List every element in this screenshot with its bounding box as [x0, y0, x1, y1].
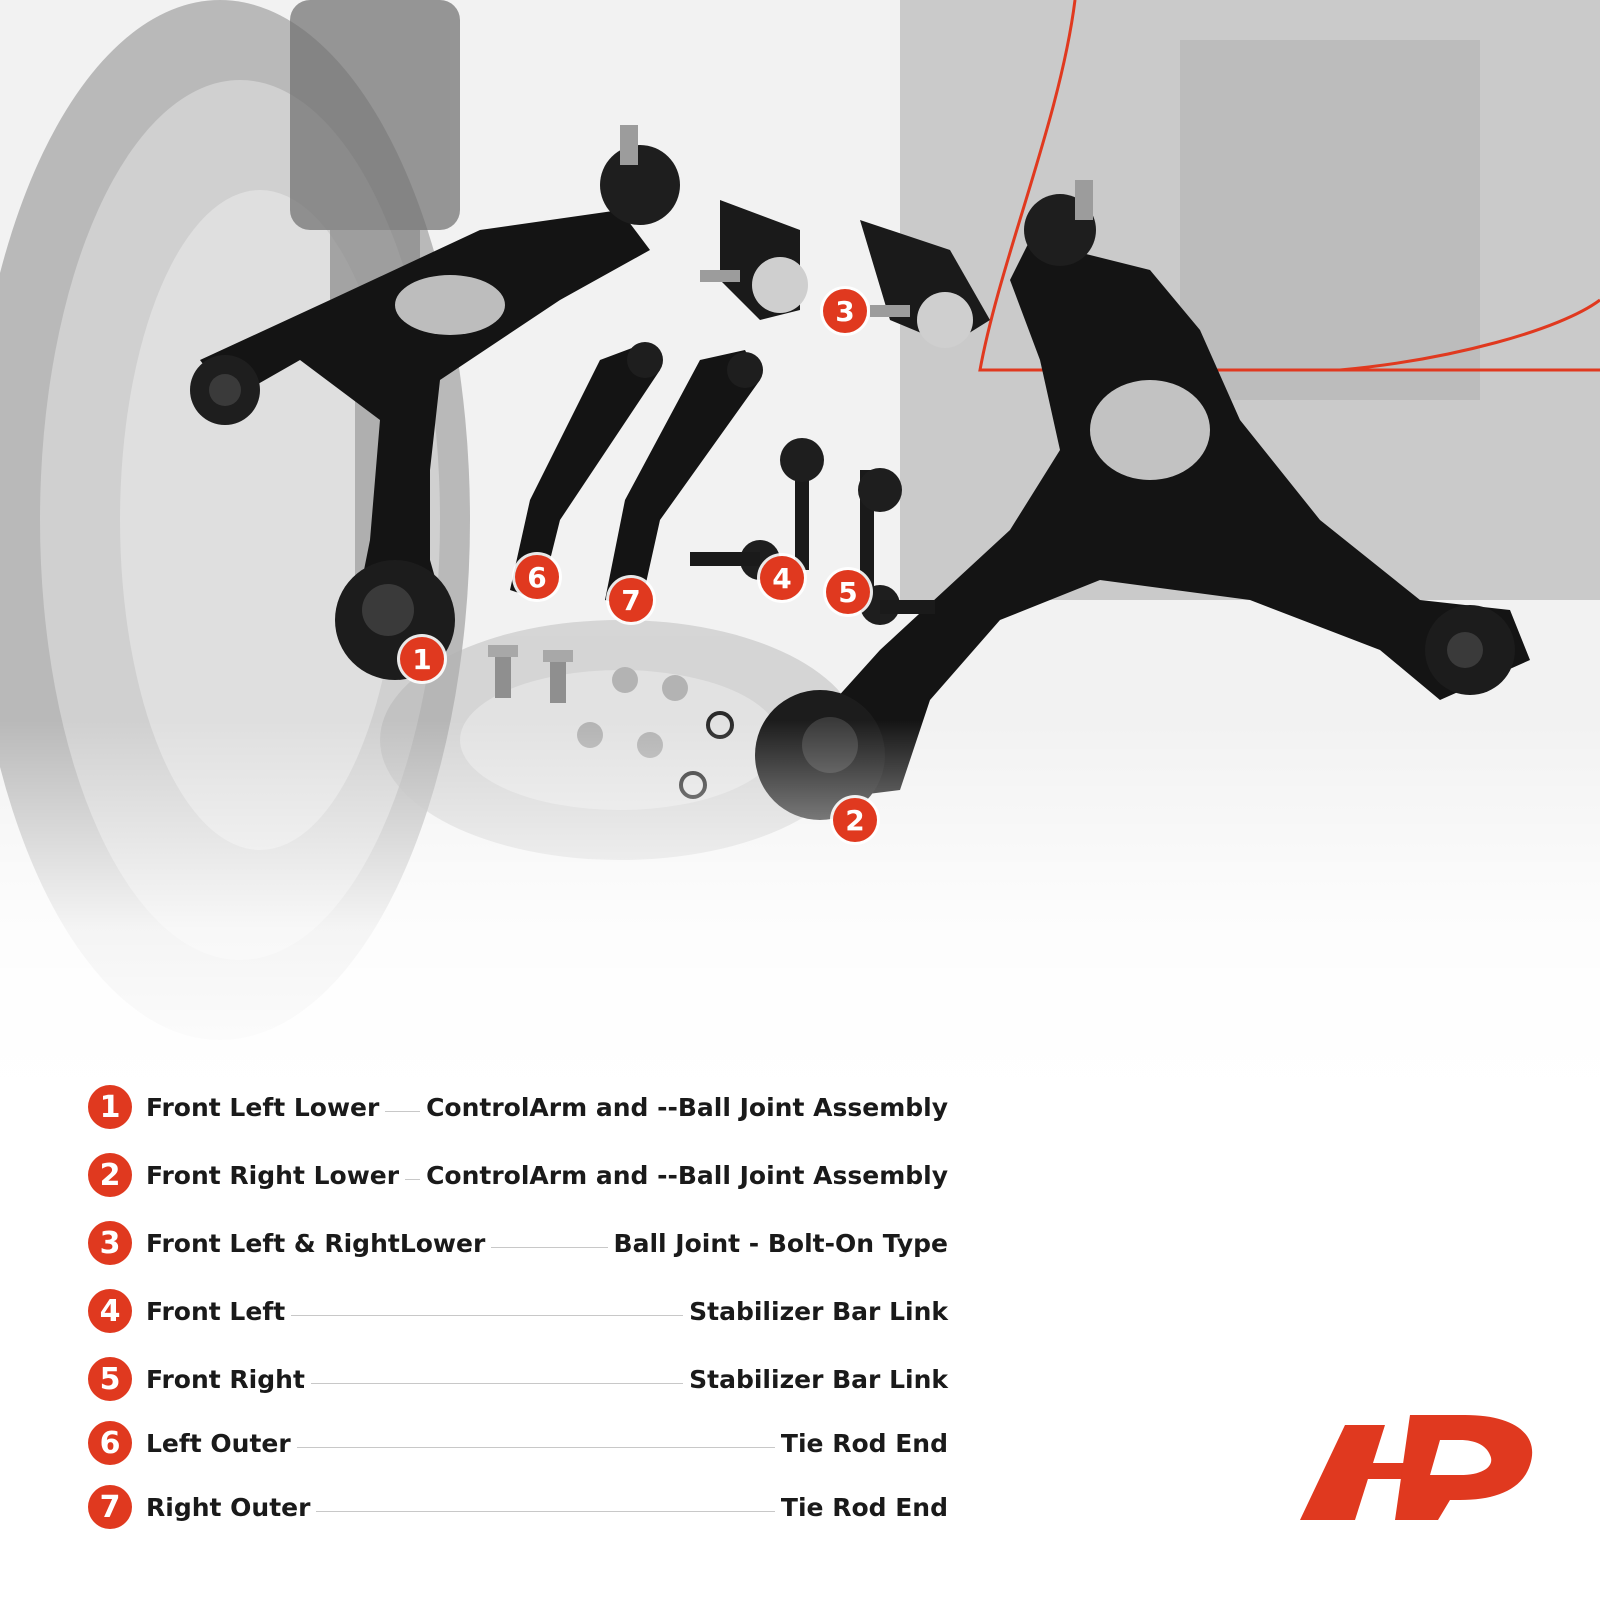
ball-joints — [700, 200, 990, 348]
legend-item: 3 Front Left & RightLower Ball Joint - B… — [88, 1221, 948, 1265]
legend-item: 6 Left Outer Tie Rod End — [88, 1421, 948, 1465]
legend-position: Front Left & RightLower — [146, 1228, 486, 1258]
accent-arc — [978, 0, 1600, 372]
legend-number: 1 — [88, 1085, 132, 1129]
legend-part: Tie Rod End — [780, 1492, 948, 1522]
legend-number: 3 — [88, 1221, 132, 1265]
legend-position: Front Left Lower — [146, 1092, 380, 1122]
legend-item: 5 Front Right Stabilizer Bar Link — [88, 1357, 948, 1401]
bottom-fade — [0, 720, 1600, 1100]
legend-position: Front Left — [146, 1296, 286, 1326]
legend-position: Right Outer — [146, 1492, 311, 1522]
legend-position: Front Right Lower — [146, 1160, 400, 1190]
legend-number: 5 — [88, 1357, 132, 1401]
tie-rod-ends — [510, 342, 763, 610]
marker-3: 3 — [823, 289, 867, 333]
legend-position: Left Outer — [146, 1428, 291, 1458]
leader-line — [296, 1446, 775, 1448]
legend-number: 7 — [88, 1485, 132, 1529]
leader-line — [310, 1382, 684, 1384]
legend-part: Stabilizer Bar Link — [689, 1364, 948, 1394]
legend-item: 7 Right Outer Tie Rod End — [88, 1485, 948, 1529]
marker-2: 2 — [833, 798, 877, 842]
marker-1: 1 — [400, 637, 444, 681]
leader-line — [385, 1110, 421, 1112]
marker-4: 4 — [760, 556, 804, 600]
legend-item: 1 Front Left Lower ControlArm and --Ball… — [88, 1085, 948, 1129]
legend-part: Tie Rod End — [780, 1428, 948, 1458]
marker-7: 7 — [609, 578, 653, 622]
marker-6: 6 — [515, 555, 559, 599]
legend-number: 2 — [88, 1153, 132, 1197]
leader-line — [316, 1510, 775, 1512]
leader-line — [491, 1246, 608, 1248]
marker-5: 5 — [826, 570, 870, 614]
legend-number: 4 — [88, 1289, 132, 1333]
legend-item: 2 Front Right Lower ControlArm and --Bal… — [88, 1153, 948, 1197]
legend-part: ControlArm and --Ball Joint Assembly — [426, 1160, 948, 1190]
leader-line — [405, 1178, 421, 1180]
legend-item: 4 Front Left Stabilizer Bar Link — [88, 1289, 948, 1333]
legend-number: 6 — [88, 1421, 132, 1465]
legend-position: Front Right — [146, 1364, 305, 1394]
legend-part: Stabilizer Bar Link — [689, 1296, 948, 1326]
leader-line — [291, 1314, 684, 1316]
legend-part: Ball Joint - Bolt-On Type — [613, 1228, 948, 1258]
ap-logo-icon — [1300, 1415, 1533, 1520]
legend-part: ControlArm and --Ball Joint Assembly — [426, 1092, 948, 1122]
